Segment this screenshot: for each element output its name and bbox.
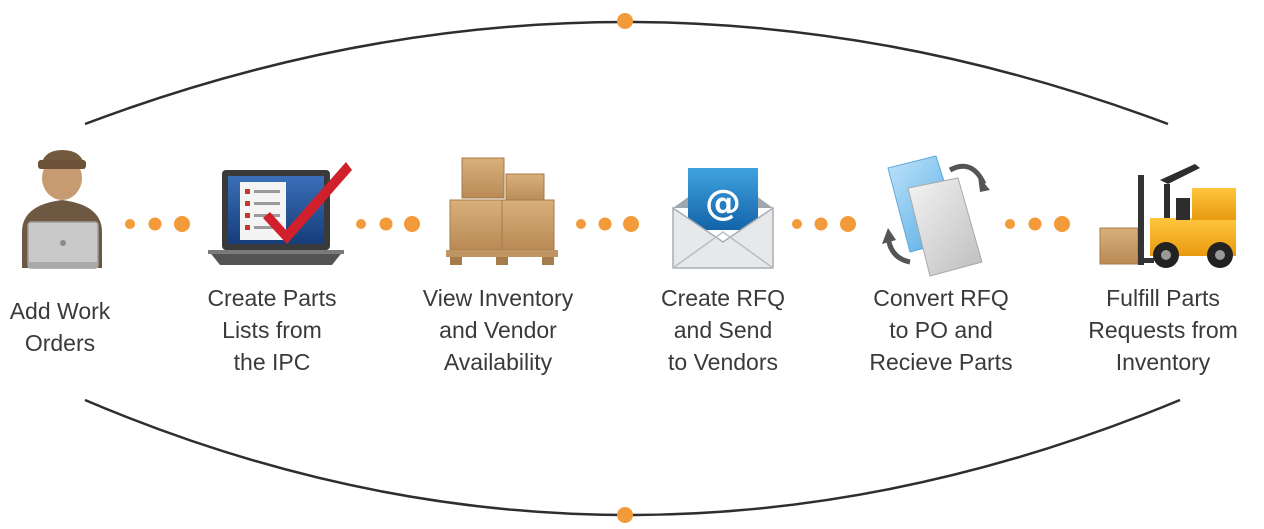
svg-text:@: @: [705, 183, 741, 224]
connector-dots-1: [125, 216, 190, 232]
step-label-convert-rfq: Convert RFQ to PO and Recieve Parts: [869, 285, 1013, 375]
email-envelope-icon: @: [672, 168, 774, 269]
forklift-icon: [1099, 164, 1236, 268]
top-cycle-arc: [84, 20, 1169, 126]
step-label-add-work-orders: Add Work Orders: [9, 298, 111, 356]
step-label-view-inventory: View Inventory and Vendor Availability: [422, 285, 574, 375]
bottom-cycle-arc: [84, 398, 1181, 517]
connector-dots-2: [356, 216, 420, 232]
worker-laptop-icon: [22, 150, 102, 269]
document-convert-icon: [882, 155, 990, 277]
connector-dots-3: [576, 216, 639, 232]
laptop-checklist-icon: [208, 162, 352, 265]
bottom-cycle-dot: [617, 507, 633, 523]
connector-dots-4: [792, 216, 856, 232]
step-label-create-rfq: Create RFQ and Send to Vendors: [661, 285, 785, 375]
step-label-fulfill-parts: Fulfill Parts Requests from Inventory: [1088, 285, 1238, 375]
top-cycle-dot: [617, 13, 633, 29]
connector-dots-5: [1005, 216, 1070, 232]
step-label-create-parts-lists: Create Parts Lists from the IPC: [207, 285, 337, 375]
boxes-pallet-icon: [446, 157, 558, 265]
